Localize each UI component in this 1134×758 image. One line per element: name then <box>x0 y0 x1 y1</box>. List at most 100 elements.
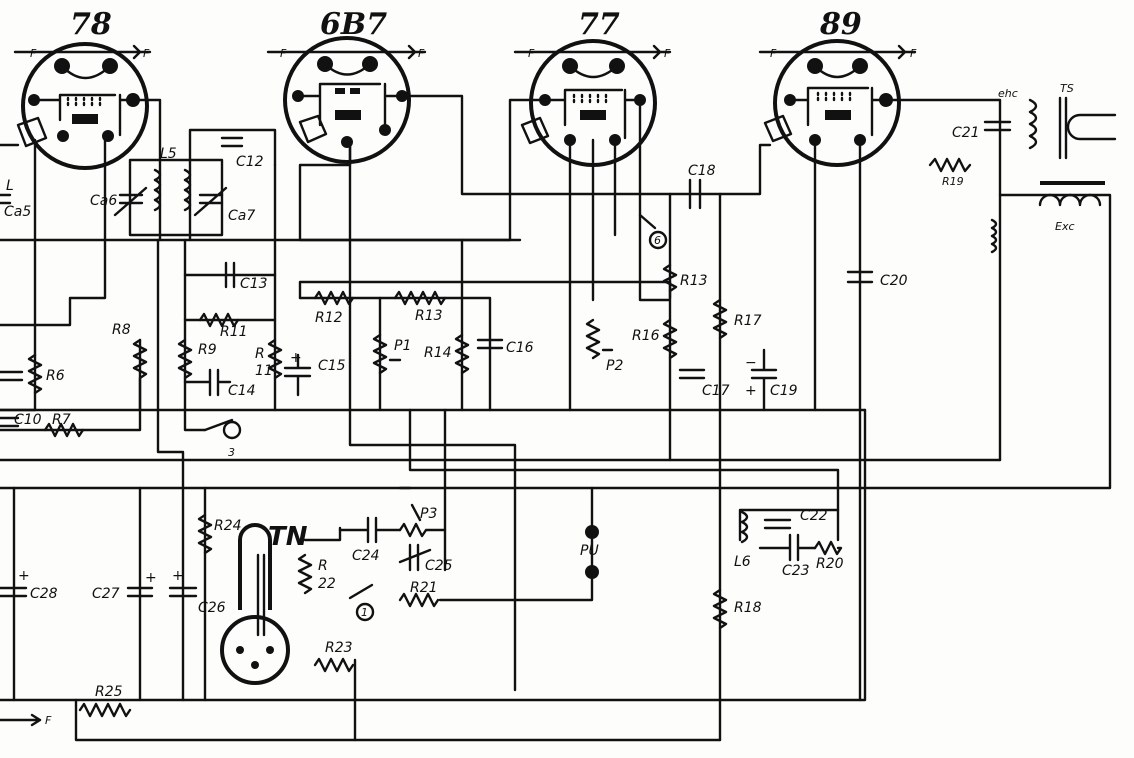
label-c12: C12 <box>236 154 264 170</box>
label-c17: C17 <box>702 383 730 399</box>
tube-77-pin <box>564 134 576 146</box>
tube-77-filament-line <box>513 44 672 60</box>
tube-89-filament-line <box>758 44 917 60</box>
tube-78-pin <box>57 130 69 142</box>
tn-pin <box>251 661 259 669</box>
tube-6b7-filament <box>323 62 372 76</box>
label-l: L <box>6 178 14 194</box>
transformer-ts-primary <box>1028 98 1038 150</box>
pu-jack-bottom <box>585 565 599 579</box>
resistor-r17 <box>712 298 728 340</box>
resistor-r25 <box>78 702 132 718</box>
capacitor-c26 <box>168 586 198 598</box>
label-r22-num: 22 <box>318 576 336 592</box>
resistor-r6 <box>27 353 43 395</box>
tube-77-grids <box>543 88 642 140</box>
capacitor-c14 <box>183 368 232 397</box>
tube-6b7-label: 6B7 <box>320 7 387 42</box>
tube-6b7-grids <box>296 82 404 132</box>
capacitor-c12 <box>220 136 244 148</box>
capacitor-c18 <box>688 178 702 210</box>
filament-arrow <box>0 713 42 727</box>
tube-89-filament <box>813 64 862 79</box>
resistor-r22 <box>297 553 313 595</box>
resistor-r23 <box>313 657 355 673</box>
label-r21: R21 <box>410 580 438 596</box>
tube-77-grid-dots <box>572 93 608 107</box>
label-c19: C19 <box>770 383 798 399</box>
label-c21: C21 <box>952 125 980 141</box>
label-l6: L6 <box>734 554 751 570</box>
capacitor-c24 <box>338 516 402 544</box>
tube-89-label: 89 <box>819 7 862 42</box>
capacitor-c20 <box>846 270 874 284</box>
tube-77-fil-right: F <box>664 47 671 60</box>
capacitor-c15 <box>283 353 312 397</box>
tube-6b7: 6B7 F F <box>266 7 427 164</box>
tn-pin <box>266 646 274 654</box>
resistor-r7 <box>43 422 85 438</box>
capacitor-left <box>0 370 24 382</box>
label-c22: C22 <box>800 508 828 524</box>
label-r17: R17 <box>734 313 762 329</box>
wire-ground-bus <box>0 408 867 702</box>
coil-l5-frame <box>128 158 224 237</box>
capacitor-c17 <box>678 368 706 380</box>
tube-78-cap <box>16 116 48 148</box>
label-r11-r: R <box>255 346 265 362</box>
capacitor-c10 <box>0 416 20 428</box>
wire-6b7-cathode <box>348 140 517 692</box>
wire-p3 <box>408 408 840 542</box>
switch-6 <box>638 213 657 230</box>
resistor-r8 <box>132 338 148 412</box>
label-sw3: 3 <box>228 446 235 459</box>
tube-89-fil-left: F <box>770 47 777 60</box>
resistor-r18 <box>712 588 728 630</box>
label-r9: R9 <box>198 342 217 358</box>
resistor-r13-right <box>662 263 678 293</box>
resistor-r13 <box>393 290 447 306</box>
label-sw1: 1 <box>361 606 368 619</box>
label-c18: C18 <box>688 163 716 179</box>
label-c26: C26 <box>198 600 226 616</box>
label-r18: R18 <box>734 600 762 616</box>
label-r6: R6 <box>46 368 65 384</box>
capacitor-ca6 <box>113 186 148 217</box>
resistor-r12 <box>313 290 355 306</box>
capacitor-ca5 <box>0 193 12 205</box>
polarity-plus-c15: + <box>290 350 302 366</box>
tube-78-label: 78 <box>70 7 112 42</box>
label-c20: C20 <box>880 273 908 289</box>
polarity-plus-c26: + <box>172 568 184 584</box>
labels: L5 C12 Ca6 Ca7 Ca5 L C13 C18 C20 C21 R19… <box>4 82 1075 727</box>
label-r12: R12 <box>315 310 343 326</box>
label-c24: C24 <box>352 548 380 564</box>
tube-78-plate <box>72 114 98 124</box>
label-r19: R19 <box>942 175 964 188</box>
polarity-plus-c28: + <box>18 568 30 584</box>
wire-78-cathode <box>0 133 107 327</box>
inductor-exc <box>1038 193 1102 207</box>
label-ca5: Ca5 <box>4 204 31 220</box>
label-tn: TN <box>268 522 308 552</box>
capacitor-c25 <box>398 543 432 572</box>
tube-77-label: 77 <box>578 7 620 42</box>
pu-jack-top <box>585 525 599 539</box>
coil-l5-a <box>153 168 162 212</box>
tube-89-cap <box>763 114 793 143</box>
resistor-r24 <box>197 513 213 555</box>
label-ts: TS <box>1060 82 1074 95</box>
capacitor-c27 <box>126 586 154 598</box>
label-r7: R7 <box>52 412 71 428</box>
capacitor-c21 <box>983 120 1012 132</box>
wire-bottom <box>74 698 722 742</box>
switch-3 <box>203 418 234 432</box>
wire-l5-down <box>183 238 207 432</box>
capacitor-c19 <box>750 348 778 412</box>
label-l5: L5 <box>160 146 177 162</box>
resistor-r16 <box>662 318 678 360</box>
wire-77-grid <box>298 98 547 242</box>
wire-r22 <box>303 526 342 542</box>
tube-78-fil-left: F <box>30 47 37 60</box>
